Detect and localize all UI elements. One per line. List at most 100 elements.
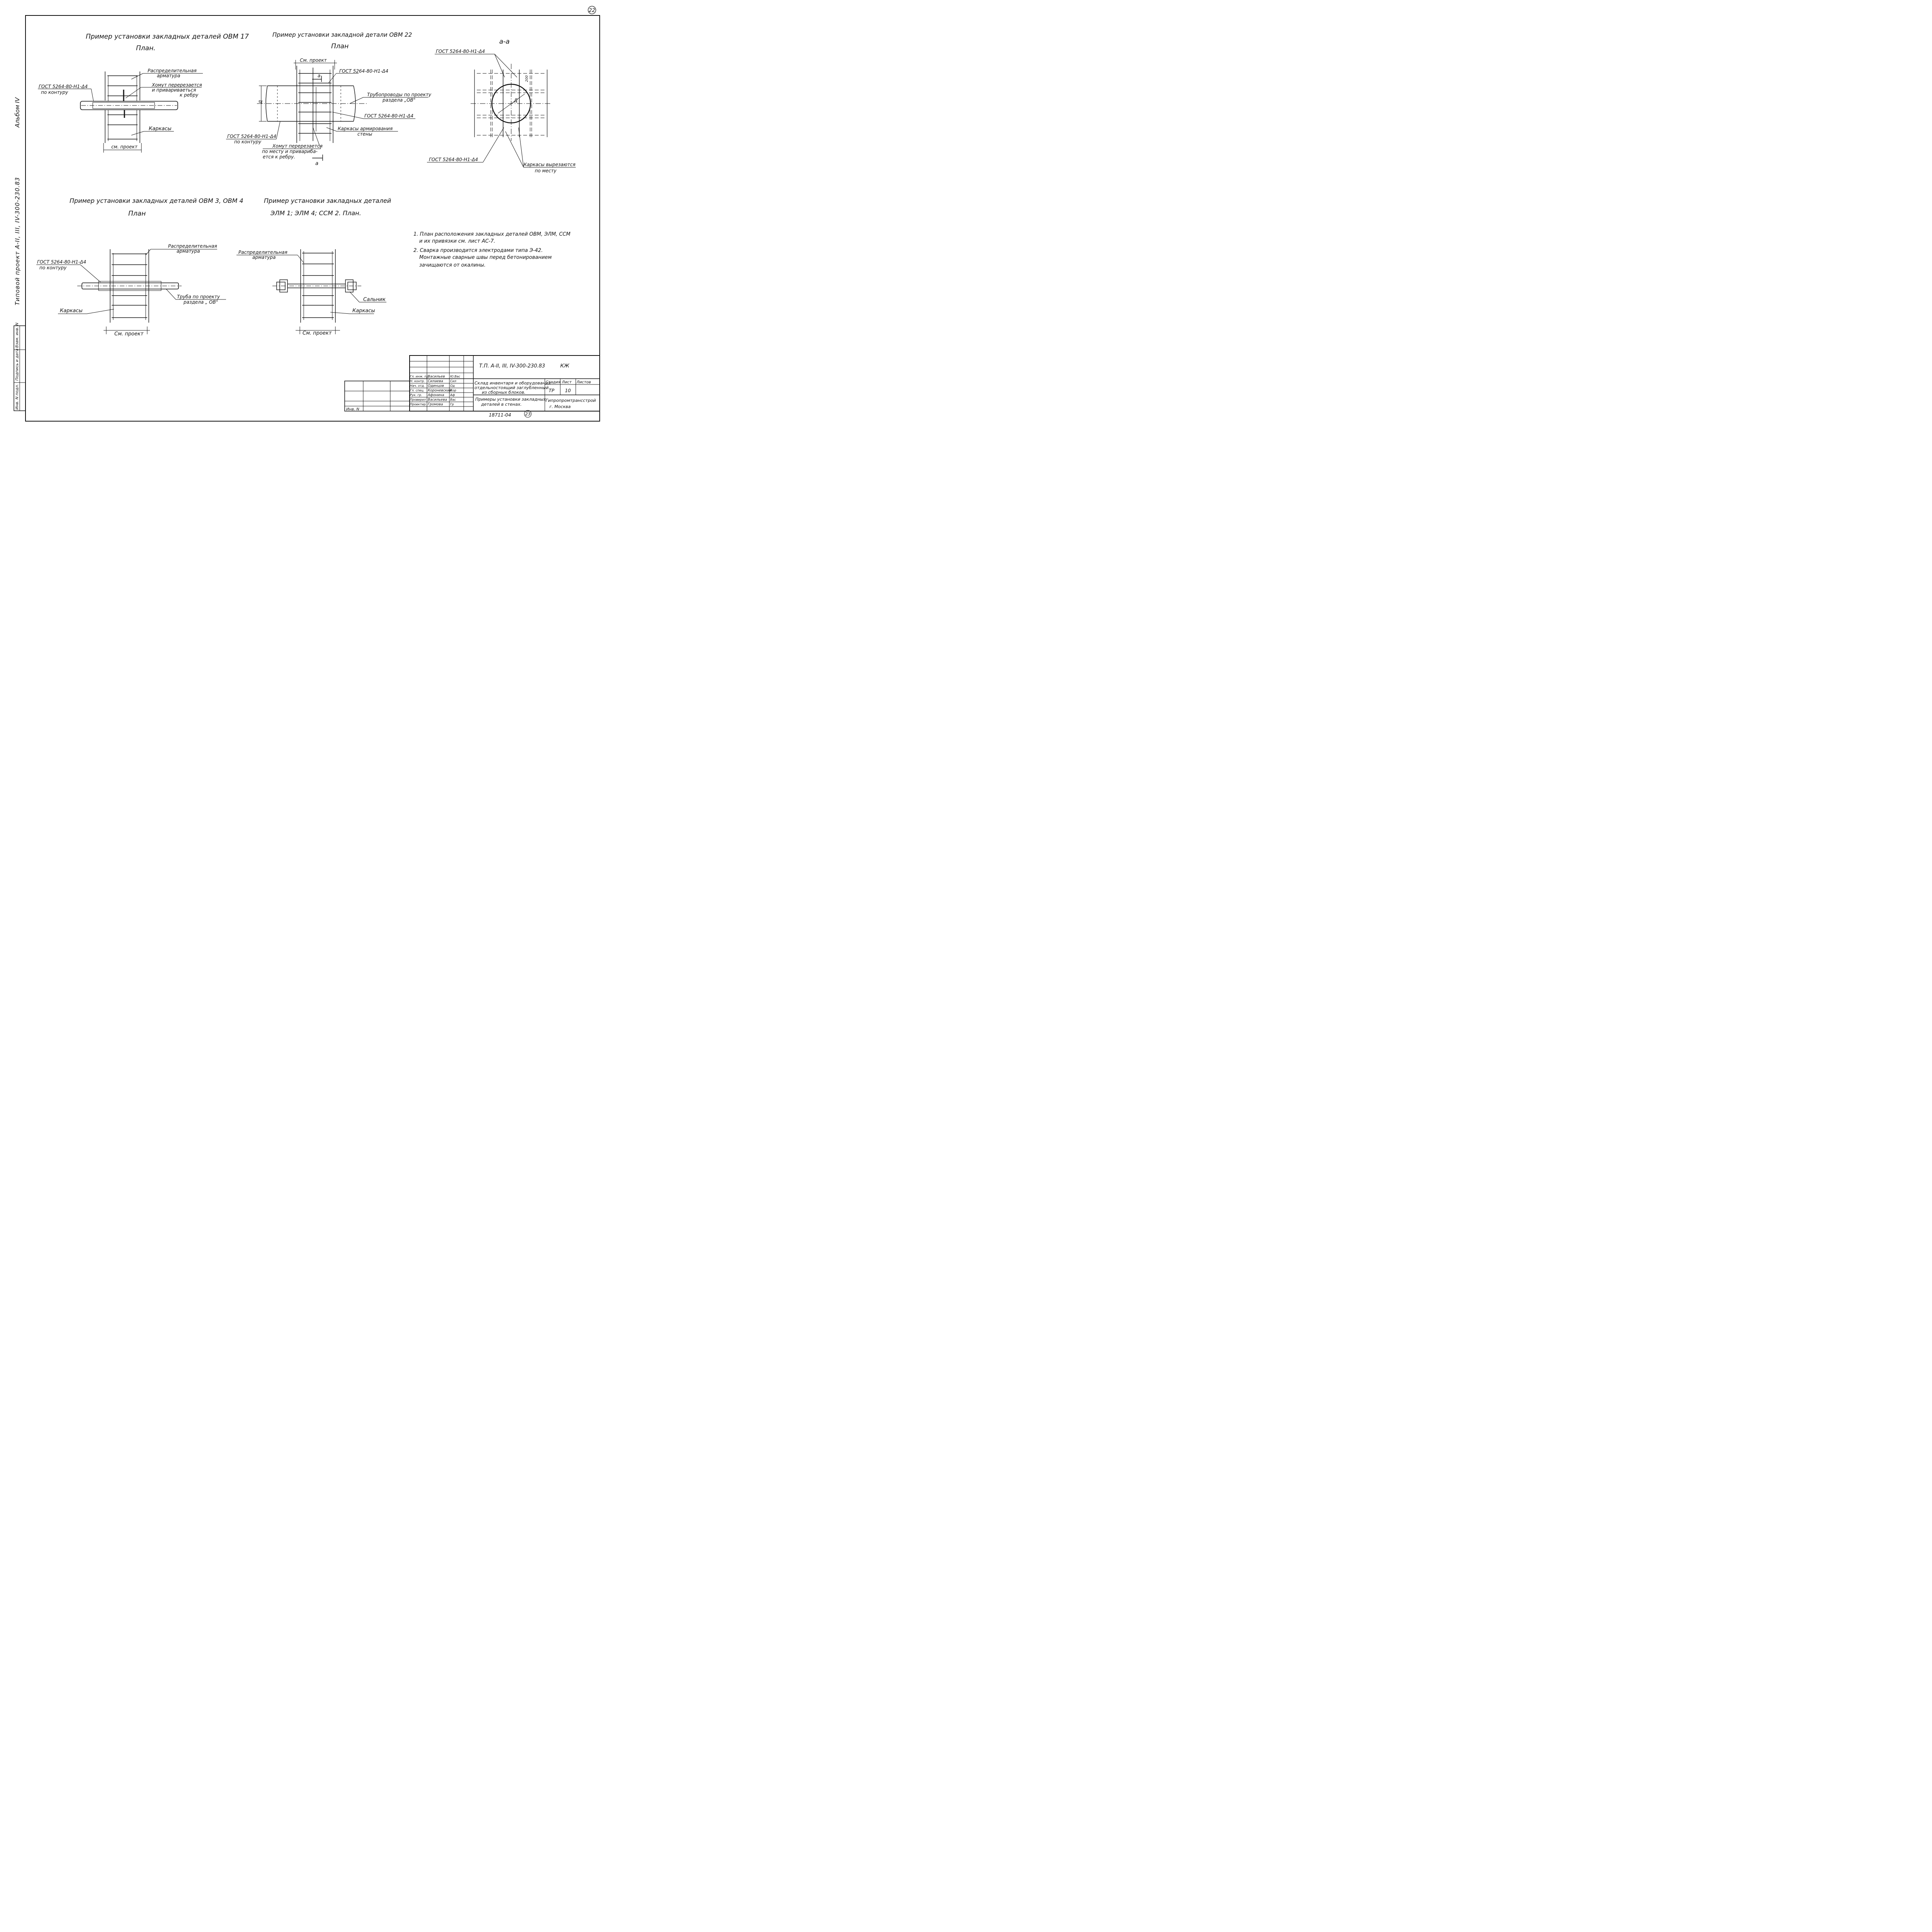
ovm22-diameter: Д — [258, 100, 263, 104]
ovm34-label-rebar-1: Распределительная — [168, 243, 217, 249]
ovm22-label-gost-left-2: по контуру — [234, 139, 262, 145]
sig-name: Короневский — [428, 389, 452, 393]
elm-dim: См. проект — [303, 330, 332, 336]
ovm22-label-clamp-1: Хомут перерезается — [272, 143, 323, 149]
ovm22-dim: См. проект — [300, 58, 327, 63]
stamp-sheet: 10 — [565, 388, 571, 393]
view-ovm22: Пример установки закладной детали ОВМ 22… — [226, 31, 432, 167]
side-project-label: Типовой проект А-II, III, IV-300-230.83 — [14, 177, 21, 305]
sig-role: Н. контр. — [410, 379, 425, 383]
corner-number: 22 — [588, 6, 596, 14]
ovm22-label-gost-right: ГОСТ 5264-80-Н1-Δ4 — [364, 113, 413, 119]
note-line-2: и их привязки см. лист АС-7. — [419, 238, 495, 244]
ovm22-label-frames-1: Каркасы армирования — [338, 126, 393, 131]
drawing-sheet: 22 Альбом IV Типовой проект А-II, III, I… — [0, 0, 604, 429]
ovm22-section-mark-top: а — [318, 73, 320, 78]
sig-name: Одинцов — [428, 384, 444, 388]
sig-name: Афонина — [427, 393, 444, 397]
ovm17-dim: см. проект — [111, 144, 138, 150]
ovm17-frame-top — [105, 71, 140, 101]
elm-frame — [300, 249, 336, 323]
stamp-object-name-1: Склад инвентаря и оборудования — [474, 381, 551, 386]
elm-subtitle: ЭЛМ 1; ЭЛМ 4; ССМ 2. План. — [270, 209, 361, 217]
sig-role: Проектир. — [410, 403, 427, 406]
note-line-5: зачищаются от окалины. — [419, 262, 486, 268]
stamp-inv-label: Инв. N — [346, 407, 359, 412]
ovm34-pipe — [77, 281, 182, 291]
stamp-stage: ТР — [549, 388, 554, 393]
sig-sign: Сил — [450, 379, 456, 383]
ovm17-subtitle: План. — [136, 44, 156, 52]
ovm22-label-frames-2: стены — [357, 131, 372, 137]
elm-title: Пример установки закладных деталей — [264, 197, 391, 204]
sig-role: Рук. гр. — [410, 393, 422, 397]
title-block: Инв. N Т.П. А-II, III, IV-300-230.83 КЖ … — [344, 355, 600, 412]
notes: 1. План расположения закладных деталей О… — [413, 231, 570, 268]
left-podpis: Подпись и дата — [15, 349, 19, 381]
stamp-object-name-3: из сборных блоков. — [482, 390, 526, 395]
note-line-4: Монтажные сварные швы перед бетонировани… — [419, 255, 552, 260]
section-aa-label-cut-2: по месту — [535, 168, 557, 173]
sig-sign: Аф — [450, 393, 455, 397]
sig-role: Гл. спец. — [410, 389, 424, 392]
note-line-3: 2. Сварка производится электродами типа … — [413, 248, 543, 253]
elm-label-frames: Каркасы — [352, 308, 375, 314]
section-aa-label-gost-top: ГОСТ 5264-80-Н1-Δ4 — [436, 49, 485, 54]
ovm17-title: Пример установки закладных деталей ОВМ 1… — [86, 33, 249, 41]
sig-sign: Гр — [450, 403, 454, 406]
svg-text:22: 22 — [589, 8, 595, 14]
ovm34-subtitle: План — [128, 210, 146, 218]
bottom-number: 23 — [524, 410, 532, 418]
sig-name: Громова — [428, 403, 443, 406]
view-ovm17: Пример установки закладных деталей ОВМ 1… — [38, 33, 249, 153]
ovm22-label-gost-top: ГОСТ 5264-80-Н1-Δ4 — [339, 68, 388, 74]
ovm34-label-frames: Каркасы — [60, 308, 83, 314]
left-stamp-block: Инв. N подл. Подпись и дата Взам. инв. N — [14, 323, 26, 411]
ovm22-label-clamp-3: ется к ребру. — [263, 154, 295, 160]
section-aa-diameter: Д — [514, 98, 517, 103]
stamp-mark: КЖ — [560, 363, 570, 369]
stamp-sheet-header: Лист — [561, 380, 572, 384]
sig-sign: Од — [450, 384, 455, 388]
sig-sign: Кор — [450, 389, 456, 392]
stamp-doc-code: Т.П. А-II, III, IV-300-230.83 — [479, 363, 545, 369]
ovm34-label-pipe-1: Труба по проекту — [177, 294, 220, 299]
elm-label-rebar-2: арматура — [252, 255, 276, 260]
ovm34-label-pipe-2: раздела „ ОВ" — [183, 299, 218, 305]
ovm34-dim: См. проект — [114, 331, 144, 337]
sig-name: Васильева — [428, 398, 447, 402]
ovm22-subtitle: План — [331, 43, 349, 50]
ovm22-label-gost-left-1: ГОСТ 5264-80-Н1-Δ4 — [227, 134, 276, 139]
section-aa-dim-200: 200 — [525, 75, 529, 82]
side-album-label: Альбом IV — [14, 97, 21, 128]
ovm22-section-mark-bottom: а — [315, 161, 318, 167]
ovm34-label-gost-1: ГОСТ 5264-80-Н1-Δ4 — [37, 259, 86, 265]
stamp-object-name-2: отдельностоящий заглубленный — [474, 385, 549, 390]
stamp-sheets-header: Листов — [576, 380, 591, 384]
view-section-aa: а-а Д 200 ГОСТ 5264-80-Н1-Δ4 — [427, 38, 576, 173]
ovm17-label-gost-2: по контуру — [41, 90, 68, 95]
sig-name: Силаева — [428, 379, 443, 383]
view-ovm34: Пример установки закладных деталей ОВМ 3… — [36, 197, 243, 337]
sig-role: Проверил — [410, 398, 426, 401]
ovm17-pipe — [80, 101, 178, 110]
stamp-organization-2: г. Москва — [549, 404, 571, 409]
ovm22-pipe: Д — [257, 85, 367, 122]
stamp-sheet-title-1: Примеры установки закладных — [475, 397, 546, 402]
ovm22-label-clamp-2: по месту и привариба- — [262, 149, 318, 154]
ovm34-title: Пример установки закладных деталей ОВМ 3… — [70, 197, 243, 204]
svg-text:23: 23 — [525, 412, 531, 417]
ovm17-label-frames: Каркасы — [149, 126, 172, 132]
ovm34-label-gost-2: по контуру — [39, 265, 67, 270]
section-aa-label-cut-1: Каркасы вырезаются — [524, 162, 575, 167]
ovm22-label-pipe-2: раздела „ОВ" — [382, 97, 415, 103]
ovm22-title: Пример установки закладной детали ОВМ 22 — [272, 31, 412, 38]
sig-role: Гл. инж. пр — [410, 375, 429, 378]
ovm17-label-clamp-2: и привариваеться — [152, 87, 196, 93]
stamp-organization-1: Гипропромтрансстрой — [546, 398, 596, 403]
ovm17-label-gost-1: ГОСТ 5264-80-Н1-Δ4 — [39, 84, 88, 89]
ovm17-label-rebar-1: Распределительная — [148, 68, 197, 73]
view-elm: Пример установки закладных деталей ЭЛМ 1… — [236, 197, 391, 336]
ovm34-label-rebar-2: арматура — [177, 248, 200, 254]
section-aa-title: а-а — [499, 38, 510, 46]
